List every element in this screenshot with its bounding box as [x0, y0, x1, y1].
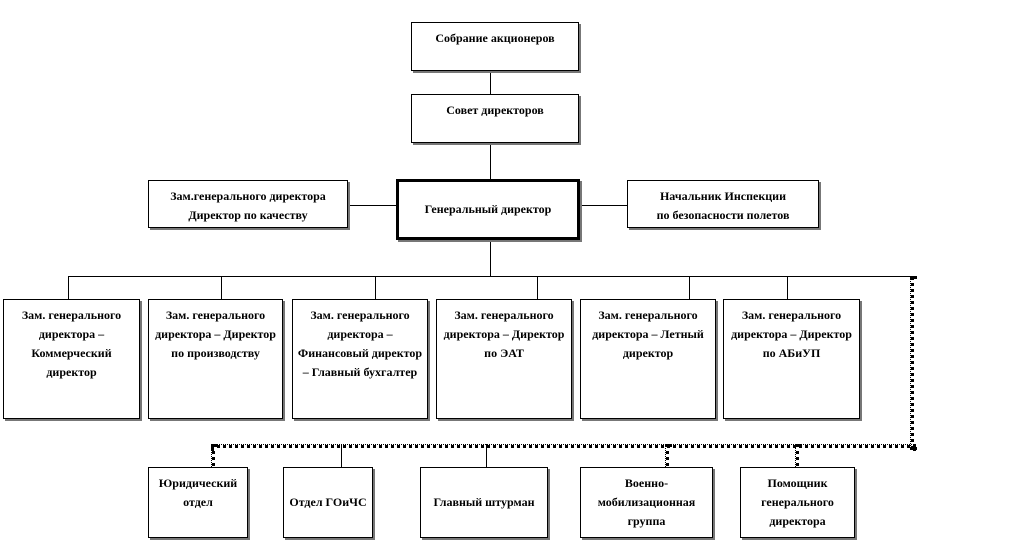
quality-director-box: Зам.генерального директора Директор по к… [148, 180, 348, 228]
box-label: Генеральный директор [424, 202, 552, 216]
mobilization-group-box: Военно-мобилизационная группа [580, 467, 713, 538]
connector [910, 276, 914, 450]
box-label: Отдел ГОиЧС [289, 495, 367, 509]
box-label: Собрание акционеров [435, 31, 555, 45]
connector [490, 240, 491, 276]
box-label: Совет директоров [446, 103, 544, 117]
box-label: Юридический отдел [158, 476, 238, 509]
deputy-flight-box: Зам. генерального директора – Летный дир… [580, 299, 716, 419]
box-label: Зам. генерального директора – Финансовый… [297, 308, 423, 379]
connector [490, 71, 491, 94]
flight-safety-inspection-box: Начальник Инспекции по безопасности поле… [627, 180, 819, 228]
board-of-directors-box: Совет директоров [411, 94, 579, 143]
connector [537, 276, 538, 299]
connector [348, 205, 396, 206]
chief-navigator-box: Главный штурман [420, 467, 548, 538]
box-label: Зам. генерального директора – Коммерческ… [21, 308, 122, 379]
connector [68, 276, 69, 299]
box-label: Помощник генерального директора [761, 476, 834, 528]
shareholders-meeting-box: Собрание акционеров [411, 22, 579, 71]
connector [580, 205, 627, 206]
deputy-abiup-box: Зам. генерального директора – Директор п… [723, 299, 860, 419]
connector [341, 444, 342, 467]
box-label: Зам. генерального директора – Директор п… [155, 308, 276, 360]
connector [787, 276, 788, 299]
assistant-director-box: Помощник генерального директора [740, 467, 855, 538]
connector [490, 143, 491, 179]
connector [211, 444, 916, 448]
connector [486, 444, 487, 467]
box-label: Военно-мобилизационная группа [597, 476, 696, 528]
box-label: Главный штурман [433, 495, 535, 509]
legal-department-box: Юридический отдел [148, 467, 248, 538]
connector [689, 276, 690, 299]
connector [375, 276, 376, 299]
deputy-production-box: Зам. генерального директора – Директор п… [148, 299, 283, 419]
deputy-finance-box: Зам. генерального директора – Финансовый… [292, 299, 428, 419]
box-label: Зам. генерального директора – Летный дир… [592, 308, 704, 360]
box-label: Зам. генерального директора – Директор п… [731, 308, 852, 360]
box-label: Начальник Инспекции по безопасности поле… [656, 189, 790, 222]
box-label: Зам.генерального директора Директор по к… [170, 189, 326, 222]
deputy-eat-box: Зам. генерального директора – Директор п… [436, 299, 572, 419]
connector [68, 276, 910, 277]
deputy-commercial-box: Зам. генерального директора – Коммерческ… [3, 299, 140, 419]
connector [221, 276, 222, 299]
box-label: Зам. генерального директора – Директор п… [443, 308, 565, 360]
general-director-box: Генеральный директор [396, 179, 580, 240]
civil-defense-box: Отдел ГОиЧС [283, 467, 373, 538]
